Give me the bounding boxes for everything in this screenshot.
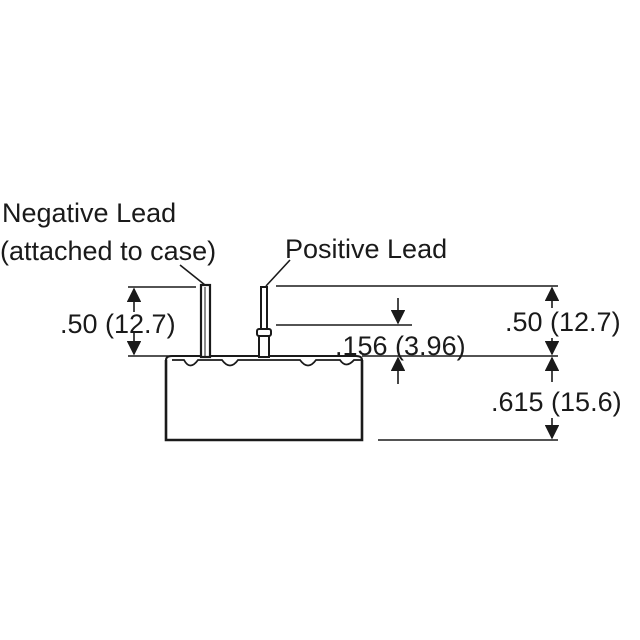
positive-lead xyxy=(256,286,272,358)
positive-lead-label: Positive Lead xyxy=(285,234,447,264)
right-extension-lines xyxy=(276,285,558,441)
negative-lead-label: Negative Lead xyxy=(2,198,176,228)
negative-lead-leader xyxy=(179,264,206,286)
left-lead-length-label: .50 (12.7) xyxy=(60,309,176,339)
left-lead-dimension xyxy=(126,286,196,357)
negative-lead-note: (attached to case) xyxy=(0,236,216,266)
body-height-label: .615 (15.6) xyxy=(491,387,622,417)
positive-lead-leader xyxy=(265,259,291,287)
capacitor-body xyxy=(164,355,364,442)
right-lead-length-label: .50 (12.7) xyxy=(505,307,621,337)
lead-inset-label: .156 (3.96) xyxy=(335,331,466,361)
negative-lead xyxy=(199,283,212,359)
